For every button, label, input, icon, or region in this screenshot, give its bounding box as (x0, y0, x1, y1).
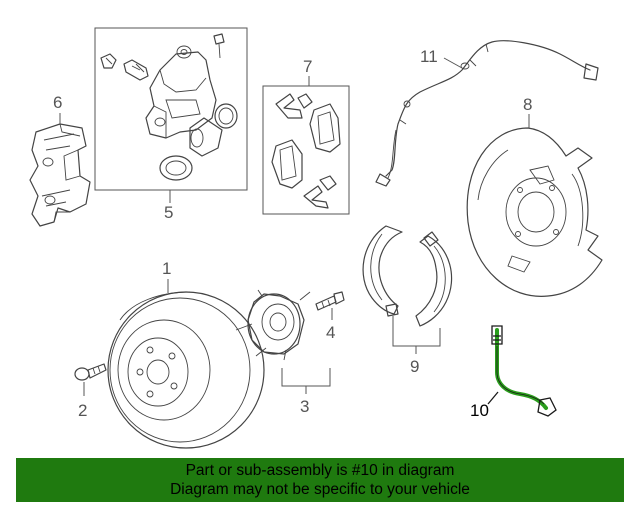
rotor-screw-part (74, 363, 107, 381)
caliper-bracket-part (29, 123, 91, 227)
callout-3: 3 (300, 397, 309, 416)
callout-7: 7 (303, 57, 312, 76)
callout-11: 11 (420, 47, 438, 66)
hub-bolt-part (315, 291, 345, 311)
callout-9: 9 (410, 357, 419, 376)
leader-11 (443, 57, 463, 69)
brake-pad-inner-part (309, 103, 341, 153)
bleeder-screw-part (100, 53, 117, 69)
caliper-assembly-part (145, 45, 217, 139)
callout-5: 5 (164, 203, 173, 222)
parking-brake-shoe-right-part (415, 231, 453, 327)
banner-line-1: Part or sub-assembly is #10 in diagram (185, 462, 455, 479)
parking-brake-shoe-left-part (362, 225, 403, 317)
guide-pin-part (123, 59, 149, 81)
banner-line-2: Diagram may not be specific to your vehi… (170, 481, 470, 498)
caliper-bolt-part (213, 33, 225, 59)
brake-pad-outer-part (271, 139, 303, 189)
callout-6: 6 (53, 93, 62, 112)
leader-3-bracket (281, 368, 331, 387)
hose-upper-fitting (491, 325, 503, 345)
callout-1: 1 (162, 259, 171, 278)
piston-seal-part (214, 103, 238, 129)
brake-hose-line (495, 328, 548, 410)
pad-clip-bottom-part (303, 175, 337, 209)
callout-2: 2 (78, 401, 87, 420)
callout-8: 8 (523, 95, 532, 114)
leader-10 (487, 391, 499, 405)
brake-hose-part (491, 325, 557, 417)
part-info-banner: Part or sub-assembly is #10 in diagram D… (16, 458, 624, 502)
brake-rotor-part (107, 291, 265, 449)
wheel-speed-sensor-part (375, 40, 599, 187)
dust-boot-part (159, 155, 193, 181)
callout-4: 4 (326, 323, 335, 342)
leader-9-bracket (392, 316, 441, 347)
callout-10: 10 (470, 401, 489, 420)
hose-lower-fitting (537, 397, 557, 417)
caliper-kit-box (94, 27, 248, 191)
piston-part (189, 117, 223, 157)
pad-clip-top-part (275, 93, 313, 119)
backing-plate-part (466, 127, 603, 297)
brake-pad-kit-box (262, 85, 350, 215)
hub-bearing-part (235, 289, 311, 361)
